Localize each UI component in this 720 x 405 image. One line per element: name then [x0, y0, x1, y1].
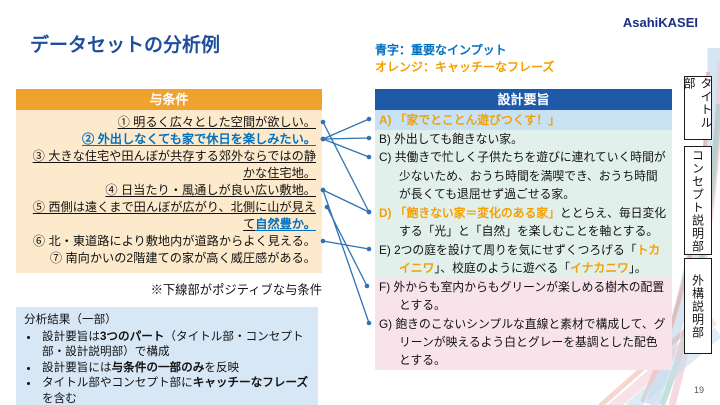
- logo-text-asahi: Asahi: [622, 15, 659, 30]
- design-summary-header: 設計要旨: [375, 89, 672, 110]
- design-row-d: D) 「飽きない家＝変化のある家」ととらえ、毎日変化する「光」と「自然」を楽しむ…: [375, 203, 672, 241]
- asahi-kasei-logo: AsahiKASEI: [623, 15, 698, 30]
- positive-conditions-footnote: ※下線部がポジティブな与条件: [150, 283, 322, 297]
- given-conditions-panel: 与条件 ① 明るく広々とした空間が欲しい。 ② 外出しなくても家で休日を楽しみた…: [16, 89, 322, 273]
- given-condition-item-7: ⑦ 南向かいの2階建ての家が高く威圧感がある。: [49, 251, 316, 265]
- section-label-exterior-part: 外構説明部: [684, 258, 712, 354]
- logo-text-kasei: KASEI: [658, 15, 698, 30]
- given-condition-item-2: ② 外出しなくても家で休日を楽しみたい。: [82, 132, 316, 146]
- given-condition-item-5: ⑤ 西側は遠くまで田んぼが広がり、北側に山が見えて自然豊か。: [32, 200, 316, 231]
- design-summary-panel: 設計要旨 A) 「家でとことん遊びつくす！」 B) 外出しても飽きない家。 C)…: [375, 89, 672, 370]
- analysis-result-panel: 分析結果（一部） 設計要旨は3つのパート（タイトル部・コンセプト部・設計説明部）…: [16, 307, 318, 405]
- analysis-result-list: 設計要旨は3つのパート（タイトル部・コンセプト部・設計説明部）で構成 設計要旨に…: [40, 329, 310, 405]
- design-row-c: C) 共働きで忙しく子供たちを遊びに連れていく時間が少ないため、おうち時間を満喫…: [375, 148, 672, 204]
- color-legend: 青字：重要なインプット オレンジ：キャッチーなフレーズ: [375, 42, 554, 76]
- section-label-concept-part: コンセプト説明部: [684, 146, 712, 255]
- given-condition-item-4: ④ 日当たり・風通しが良い広い敷地。: [105, 183, 316, 197]
- given-conditions-header: 与条件: [16, 89, 322, 110]
- analysis-bullet-3: タイトル部やコンセプト部にキャッチーなフレーズを含む: [40, 375, 310, 405]
- page-title: データセットの分析例: [30, 35, 221, 56]
- analysis-bullet-1: 設計要旨は3つのパート（タイトル部・コンセプト部・設計説明部）で構成: [40, 329, 310, 360]
- given-conditions-body: ① 明るく広々とした空間が欲しい。 ② 外出しなくても家で休日を楽しみたい。 ③…: [16, 110, 322, 273]
- design-row-b: B) 外出しても飽きない家。: [375, 130, 672, 149]
- legend-blue-note: 青字：重要なインプット: [375, 43, 507, 57]
- design-row-a: A) 「家でとことん遊びつくす！」: [375, 110, 672, 130]
- given-condition-item-1: ① 明るく広々とした空間が欲しい。: [117, 115, 316, 129]
- legend-orange-note: オレンジ：キャッチーなフレーズ: [375, 60, 555, 74]
- analysis-bullet-2: 設計要旨には与条件の一部のみを反映: [40, 360, 310, 376]
- design-row-g: G) 飽きのこないシンプルな直線と素材で構成して、グリーンが映えるよう白とグレー…: [375, 314, 672, 370]
- design-row-e: E) 2つの庭を設けて周りを気にせずくつろげる「トカイニワ」、校庭のように遊べる…: [375, 240, 672, 278]
- design-row-f: F) 外からも室内からもグリーンが楽しめる樹木の配置とする。: [375, 277, 672, 315]
- page-number: 19: [693, 385, 704, 395]
- given-condition-item-6: ⑥ 北・東道路により敷地内が道路からよく見える。: [32, 234, 316, 248]
- given-condition-item-3: ③ 大きな住宅や田んぼが共存する郊外ならではの静かな住宅地。: [32, 149, 316, 180]
- analysis-result-title: 分析結果（一部）: [24, 313, 117, 326]
- section-label-title-part: タイトル部: [682, 76, 713, 140]
